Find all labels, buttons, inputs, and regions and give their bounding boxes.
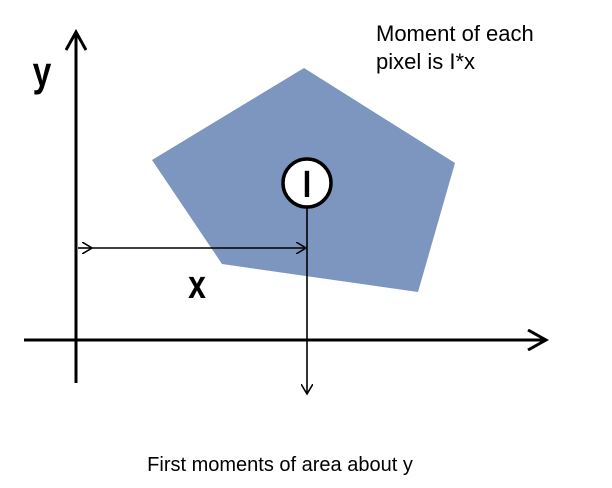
y-axis-label: y [33,50,52,96]
pixel-label: I [303,164,311,206]
pixel-circle [281,157,333,209]
moment-note: Moment of each pixel is I*x [376,20,534,76]
diagram-caption: First moments of area about y [147,454,413,476]
moment-note-line-2: pixel is I*x [376,49,476,74]
moment-note-line-1: Moment of each [376,21,534,46]
x-distance-label: x [188,262,206,307]
